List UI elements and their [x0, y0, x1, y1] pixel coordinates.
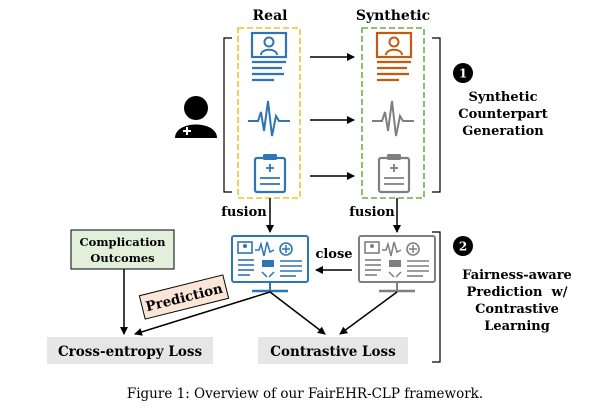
- user-icon: [175, 96, 217, 138]
- synthetic-clipboard-icon: [377, 154, 411, 194]
- step-2-line-2: Prediction w/: [467, 285, 568, 300]
- step-2-line-3: Contrastive: [475, 302, 559, 317]
- fusion-label-right: fusion: [349, 205, 395, 220]
- complication-outcomes-box: [70, 229, 175, 270]
- real-fused-monitor-icon: [231, 235, 309, 293]
- complication-label-line-1: Complication: [80, 235, 167, 249]
- real-ecg-signal-icon: [248, 100, 290, 137]
- cross-entropy-loss-label: Cross-entropy Loss: [58, 344, 203, 360]
- synthetic-column-header: Synthetic: [356, 8, 430, 24]
- synthetic-ecg-signal-icon: [372, 100, 414, 137]
- step-1-line-1: Synthetic: [469, 90, 538, 105]
- real-patient-profile-icon: [250, 31, 288, 82]
- contrastive-loss-box: [258, 337, 408, 364]
- step-2-number: 2: [459, 240, 467, 254]
- cross-entropy-loss-box: [47, 337, 213, 364]
- step-2-bracket: [432, 231, 441, 363]
- synthetic-inputs-brace: [432, 37, 441, 193]
- real-inputs-brace: [223, 37, 232, 193]
- step-2-line-1: Fairness-aware: [462, 268, 572, 283]
- step-1-line-3: Generation: [462, 124, 544, 139]
- complication-label-line-2: Outcomes: [90, 251, 154, 265]
- real-monitor-to-ce-loss-arrow: [134, 291, 271, 336]
- synthetic-patient-profile-icon: [375, 31, 413, 82]
- prediction-box: Prediction: [138, 274, 230, 320]
- figure-caption: Figure 1: Overview of our FairEHR-CLP fr…: [127, 386, 483, 402]
- step-1-line-2: Counterpart: [458, 107, 547, 122]
- step-2-badge: [453, 236, 473, 256]
- fusion-label-left: fusion: [221, 205, 267, 220]
- synthetic-monitor-to-contrastive-arrow: [339, 291, 398, 335]
- close-label: close: [315, 247, 352, 262]
- step-1-number: 1: [459, 67, 467, 81]
- step-2-line-4: Learning: [484, 319, 550, 334]
- synthetic-fused-monitor-icon: [358, 235, 436, 293]
- synthetic-data-box: [361, 27, 425, 199]
- real-column-header: Real: [253, 8, 288, 24]
- real-monitor-to-contrastive-arrow: [269, 291, 326, 335]
- contrastive-loss-label: Contrastive Loss: [270, 344, 396, 360]
- real-data-box: [237, 27, 301, 199]
- real-clipboard-icon: [253, 154, 287, 194]
- step-1-badge: [453, 63, 473, 83]
